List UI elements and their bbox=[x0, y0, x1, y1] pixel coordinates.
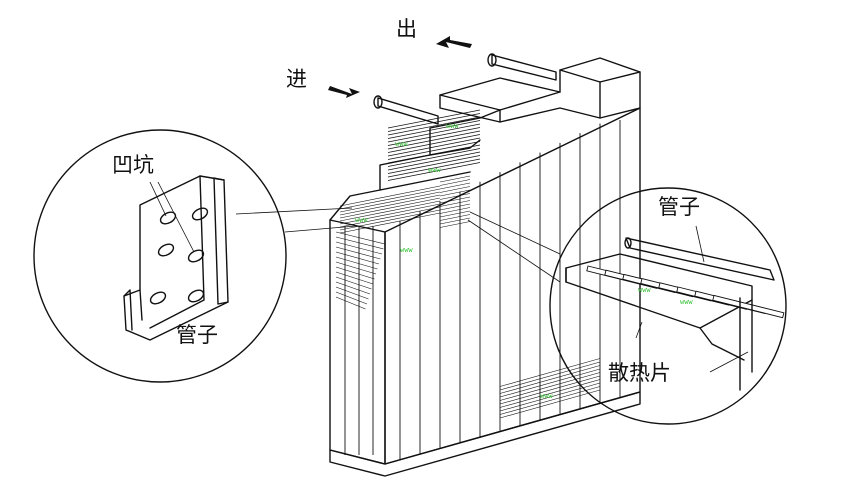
watermark-4: www bbox=[400, 246, 413, 254]
fin-slots bbox=[586, 265, 785, 319]
bottom-fin-stack bbox=[499, 358, 601, 419]
flow-arrows bbox=[328, 36, 472, 98]
watermark-7: www bbox=[638, 286, 651, 294]
outlet-arrow-icon bbox=[436, 36, 472, 48]
watermark-8: www bbox=[680, 298, 693, 306]
watermark-1: www bbox=[446, 122, 459, 130]
inlet-arrow-icon bbox=[328, 86, 360, 98]
inlet-label: 进 bbox=[286, 67, 307, 91]
fin-label: 散热片 bbox=[608, 361, 671, 385]
watermark-6: www bbox=[540, 392, 553, 400]
front-fins bbox=[335, 226, 386, 455]
top-fin-stack bbox=[339, 109, 481, 234]
fin-slot bbox=[712, 294, 785, 319]
watermark-5: www bbox=[355, 216, 368, 224]
outlet-label: 出 bbox=[396, 17, 417, 41]
dimple-label: 凹坑 bbox=[112, 153, 154, 177]
tube-lines bbox=[399, 120, 621, 460]
fin-detail-callout: www www bbox=[467, 187, 787, 425]
radiator-core: www www www www www www bbox=[329, 53, 641, 477]
watermark-3: www bbox=[428, 166, 441, 174]
watermark-2: www bbox=[395, 140, 408, 148]
tube-label-left: 管子 bbox=[176, 323, 218, 347]
tube-label-right: 管子 bbox=[658, 195, 700, 219]
tube-detail-callout bbox=[33, 129, 357, 383]
